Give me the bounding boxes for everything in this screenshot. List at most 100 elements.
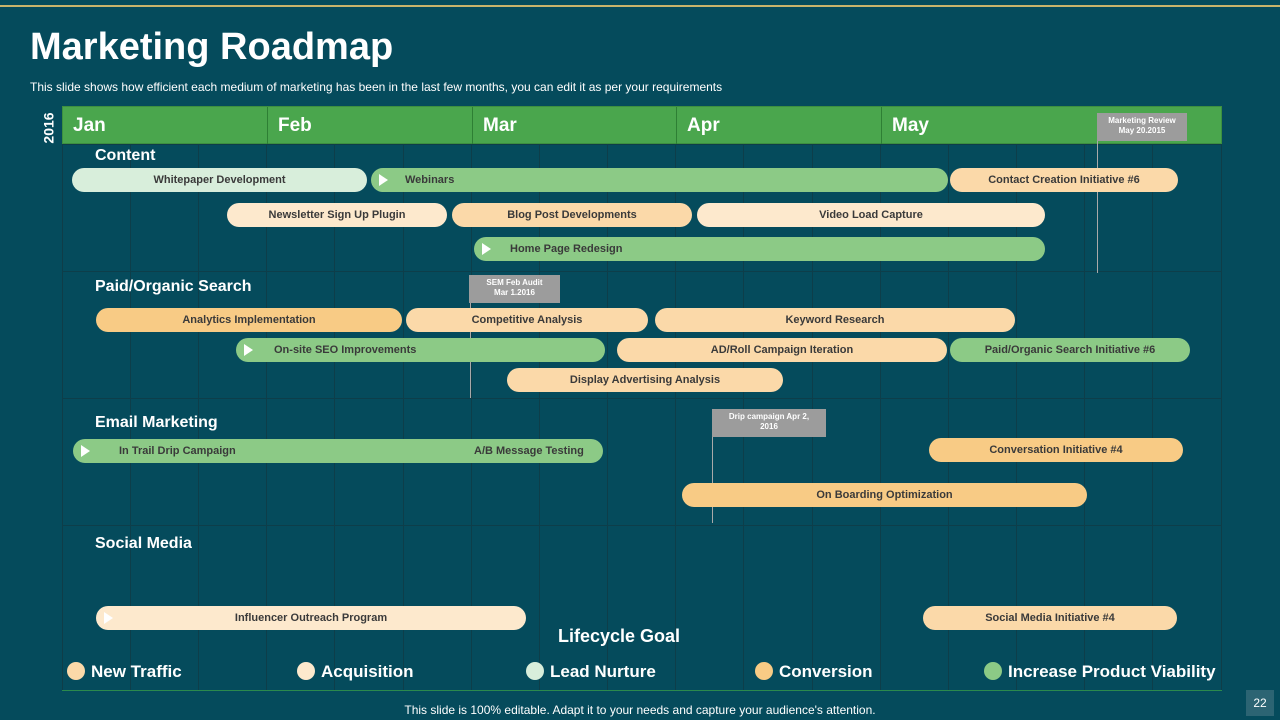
legend-dot-icon	[526, 661, 544, 680]
section-divider	[62, 398, 1222, 399]
grid-line	[607, 144, 608, 691]
drip-campaign-line	[712, 435, 713, 523]
legend-increase-viability: Increase Product Viability	[984, 661, 1216, 682]
bar-label: Keyword Research	[785, 314, 885, 326]
grid-line	[539, 144, 540, 691]
marker-text: SEM Feb Audit	[486, 278, 543, 287]
marker-text: Drip campaign Apr 2,	[728, 412, 810, 421]
bar-label: Whitepaper Development	[153, 174, 286, 186]
bar-conversation[interactable]: Conversation Initiative #4	[929, 438, 1183, 462]
bar-onboarding[interactable]: On Boarding Optimization	[682, 483, 1087, 507]
bar-in-trail-drip[interactable]: In Trail Drip Campaign A/B Message Testin…	[73, 439, 603, 463]
bar-label: Webinars	[405, 174, 455, 186]
bar-label: Home Page Redesign	[510, 243, 623, 255]
sem-audit-marker: SEM Feb Audit Mar 1.2016	[469, 275, 560, 303]
bar-competitive[interactable]: Competitive Analysis	[406, 308, 648, 332]
marker-text: Marketing Review	[1108, 116, 1176, 125]
grid-line	[1084, 144, 1085, 691]
section-social-label: Social Media	[95, 535, 192, 552]
bar-social-initiative[interactable]: Social Media Initiative #4	[923, 606, 1177, 630]
bar-label: Influencer Outreach Program	[234, 612, 388, 624]
section-email-label: Email Marketing	[95, 414, 218, 431]
month-apr: Apr	[676, 107, 881, 145]
bar-label: In Trail Drip Campaign	[119, 445, 236, 457]
legend-new-traffic: New Traffic	[67, 661, 182, 682]
bar-keyword[interactable]: Keyword Research	[655, 308, 1015, 332]
grid-line	[471, 144, 472, 691]
marker-text: May 20.2015	[1118, 126, 1166, 135]
bar-label: Blog Post Developments	[507, 209, 637, 221]
bar-label: Display Advertising Analysis	[569, 374, 721, 386]
bar-analytics[interactable]: Analytics Implementation	[96, 308, 402, 332]
bar-label: Analytics Implementation	[182, 314, 316, 326]
bar-label: AD/Roll Campaign Iteration	[710, 344, 854, 356]
bar-webinars[interactable]: Webinars	[371, 168, 948, 192]
year-text: 2016	[40, 112, 57, 144]
month-mar: Mar	[472, 107, 677, 145]
legend-label: New Traffic	[91, 662, 182, 681]
bar-label: Paid/Organic Search Initiative #6	[984, 344, 1156, 356]
footer-text: This slide is 100% editable. Adapt it to…	[404, 703, 876, 717]
grid-line	[266, 144, 267, 691]
play-arrow-icon	[244, 344, 253, 356]
legend-acquisition: Acquisition	[297, 661, 414, 682]
page-subtitle: This slide shows how efficient each medi…	[30, 80, 723, 94]
grid-line	[675, 144, 676, 691]
bar-contact-creation[interactable]: Contact Creation Initiative #6	[950, 168, 1178, 192]
section-divider	[62, 525, 1222, 526]
marketing-review-marker: Marketing Review May 20.2015	[1097, 113, 1187, 141]
bar-label: On-site SEO Improvements	[274, 344, 417, 356]
bar-label: Video Load Capture	[819, 209, 923, 221]
legend-label: Lead Nurture	[550, 662, 656, 681]
bar-newsletter[interactable]: Newsletter Sign Up Plugin	[227, 203, 447, 227]
legend-label: Conversion	[779, 662, 873, 681]
bar-influencer[interactable]: Influencer Outreach Program	[96, 606, 526, 630]
bar-home-page[interactable]: Home Page Redesign	[474, 237, 1045, 261]
bar-label: On Boarding Optimization	[816, 489, 953, 501]
bar-video-load[interactable]: Video Load Capture	[697, 203, 1045, 227]
top-accent-line	[0, 5, 1280, 7]
legend-underline	[62, 690, 1222, 691]
bar-display-ads[interactable]: Display Advertising Analysis	[507, 368, 783, 392]
legend-dot-icon	[67, 661, 85, 680]
bar-label-ab: A/B Message Testing	[474, 445, 584, 457]
bar-paid-organic[interactable]: Paid/Organic Search Initiative #6	[950, 338, 1190, 362]
month-header: Jan Feb Mar Apr May	[62, 106, 1222, 145]
grid-line	[334, 144, 335, 691]
legend-label: Increase Product Viability	[1008, 662, 1216, 681]
month-feb: Feb	[267, 107, 472, 145]
section-content-label: Content	[95, 147, 156, 164]
play-arrow-icon	[379, 174, 388, 186]
legend-label: Acquisition	[321, 662, 414, 681]
section-search-label: Paid/Organic Search	[95, 278, 252, 295]
bar-blog-post[interactable]: Blog Post Developments	[452, 203, 692, 227]
marker-text: Mar 1.2016	[494, 288, 535, 297]
grid-line	[880, 144, 881, 691]
bar-whitepaper[interactable]: Whitepaper Development	[72, 168, 367, 192]
legend-dot-icon	[297, 661, 315, 680]
drip-campaign-marker: Drip campaign Apr 2, 2016	[712, 409, 826, 437]
grid-line	[403, 144, 404, 691]
play-arrow-icon	[81, 445, 90, 457]
marketing-review-line	[1097, 140, 1098, 273]
month-may: May	[881, 107, 1221, 145]
grid-line	[1152, 144, 1153, 691]
bar-label: Social Media Initiative #4	[985, 612, 1115, 624]
lifecycle-goal-title: Lifecycle Goal	[558, 626, 681, 646]
month-jan: Jan	[73, 115, 106, 136]
bar-label: Contact Creation Initiative #6	[988, 174, 1140, 186]
legend-dot-icon	[755, 661, 773, 680]
roadmap-timeline: Jan Feb Mar Apr May	[62, 106, 1222, 691]
marker-text: 2016	[760, 422, 778, 431]
grid-line	[130, 144, 131, 691]
bar-ad-roll[interactable]: AD/Roll Campaign Iteration	[617, 338, 947, 362]
play-arrow-icon	[482, 243, 491, 255]
play-arrow-icon	[104, 612, 113, 624]
bar-onsite-seo[interactable]: On-site SEO Improvements	[236, 338, 605, 362]
bar-label: Competitive Analysis	[471, 314, 583, 326]
grid-line	[198, 144, 199, 691]
page-title: Marketing Roadmap	[30, 26, 394, 68]
page-number: 22	[1246, 690, 1274, 716]
section-divider	[62, 271, 1222, 272]
bar-label: Newsletter Sign Up Plugin	[268, 209, 406, 221]
